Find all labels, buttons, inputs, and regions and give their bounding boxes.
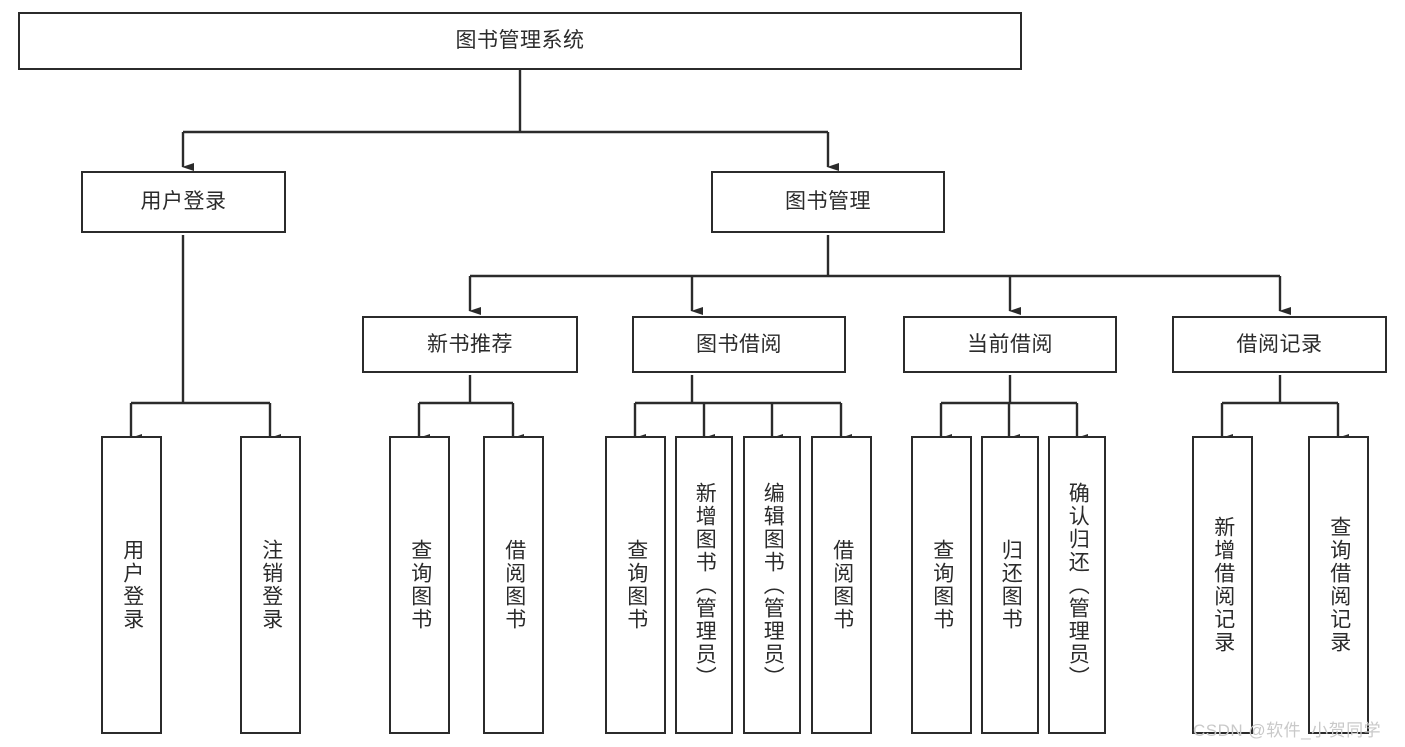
leaf-label: 查询图书 <box>624 539 648 631</box>
node-user-login[interactable]: 用户登录 <box>81 171 286 233</box>
node-book-manage-label: 图书管理 <box>785 190 871 214</box>
node-current-borrow-label: 当前借阅 <box>967 332 1053 356</box>
leaf-label: 查询借阅记录 <box>1327 516 1351 654</box>
node-current-borrow[interactable]: 当前借阅 <box>903 316 1117 373</box>
leaf-label: 归还图书 <box>999 539 1023 631</box>
leaf-label: 编辑图书（管理员） <box>761 481 785 689</box>
leaf-label: 查询图书 <box>408 539 432 631</box>
node-new-book-recommend-label: 新书推荐 <box>427 332 513 356</box>
leaf-current-borrow-return[interactable]: 归还图书 <box>981 436 1039 734</box>
node-root-label: 图书管理系统 <box>455 29 585 53</box>
csdn-watermark: CSDN @软件_小贺同学 <box>1193 721 1382 740</box>
leaf-new-book-query[interactable]: 查询图书 <box>389 436 450 734</box>
leaf-label: 查询图书 <box>930 539 954 631</box>
node-borrow-record-label: 借阅记录 <box>1236 332 1323 356</box>
leaf-book-borrow-edit[interactable]: 编辑图书（管理员） <box>743 436 801 734</box>
leaf-user-login-logout[interactable]: 注销登录 <box>240 436 301 734</box>
leaf-label: 新增借阅记录 <box>1211 516 1235 654</box>
node-new-book-recommend[interactable]: 新书推荐 <box>362 316 578 373</box>
leaf-current-borrow-confirm[interactable]: 确认归还（管理员） <box>1048 436 1106 734</box>
node-user-login-label: 用户登录 <box>140 190 227 214</box>
leaf-label: 用户登录 <box>120 539 144 631</box>
leaf-book-borrow-query[interactable]: 查询图书 <box>605 436 666 734</box>
leaf-book-borrow-borrow[interactable]: 借阅图书 <box>811 436 872 734</box>
leaf-label: 借阅图书 <box>830 539 854 631</box>
leaf-borrow-record-query[interactable]: 查询借阅记录 <box>1308 436 1369 734</box>
node-borrow-record[interactable]: 借阅记录 <box>1172 316 1387 373</box>
node-book-manage[interactable]: 图书管理 <box>711 171 945 233</box>
leaf-user-login-login[interactable]: 用户登录 <box>101 436 162 734</box>
node-book-borrow[interactable]: 图书借阅 <box>632 316 846 373</box>
leaf-book-borrow-add[interactable]: 新增图书（管理员） <box>675 436 733 734</box>
leaf-label: 借阅图书 <box>502 539 526 631</box>
leaf-label: 新增图书（管理员） <box>693 481 717 689</box>
leaf-borrow-record-add[interactable]: 新增借阅记录 <box>1192 436 1253 734</box>
node-book-borrow-label: 图书借阅 <box>696 332 782 356</box>
leaf-current-borrow-query[interactable]: 查询图书 <box>911 436 972 734</box>
node-root[interactable]: 图书管理系统 <box>18 12 1022 70</box>
leaf-label: 确认归还（管理员） <box>1066 481 1090 689</box>
leaf-new-book-borrow[interactable]: 借阅图书 <box>483 436 544 734</box>
leaf-label: 注销登录 <box>259 539 283 631</box>
